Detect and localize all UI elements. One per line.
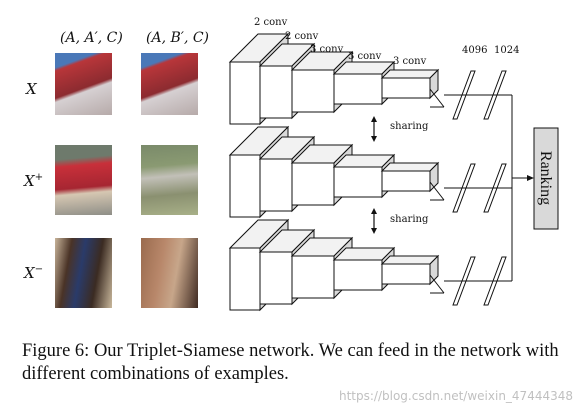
conv-block-r2-4-front <box>333 166 383 198</box>
ranking-box <box>533 127 559 230</box>
conv-block-r1-2-front <box>259 65 293 119</box>
conv-label-1: 2 conv <box>254 17 288 28</box>
thumb-xplus-a <box>55 145 112 215</box>
row-label-x-plus: X+ <box>24 172 44 190</box>
watermark-text: https://blog.csdn.net/weixin_47444348 <box>338 389 573 403</box>
conv-block-r1-1-front <box>229 61 261 125</box>
sharing-arrow-1-head-down <box>371 136 377 142</box>
conv-block-r2-1-front <box>229 154 261 218</box>
connector-r2-a <box>429 181 445 201</box>
merge-arrow-head <box>527 175 534 181</box>
row-label-x: X <box>26 80 37 98</box>
sharing-arrow-2-head-down <box>371 228 377 234</box>
conv-block-r2-5-front <box>381 170 431 192</box>
conv-label-2: 2 conv <box>285 31 319 42</box>
fc-label-1024: 1024 <box>494 45 520 56</box>
ranking-label: Ranking <box>537 150 554 206</box>
conv-block-r2-3-front <box>291 162 335 206</box>
conv-label-5: 3 conv <box>393 56 427 67</box>
conv-block-r1-4-front <box>333 73 383 105</box>
thumb-xplus-b <box>141 145 198 215</box>
figure-caption: Figure 6: Our Triplet-Siamese network. W… <box>22 341 559 384</box>
fc-label-4096: 4096 <box>462 45 488 56</box>
conv-block-r3-5-top <box>380 255 440 265</box>
row-label-x-minus: X− <box>24 264 44 282</box>
sharing-arrow-1-head-up <box>371 116 377 122</box>
sharing-arrow-2-head-up <box>371 208 377 214</box>
thumb-xminus-a <box>55 238 112 308</box>
conv-block-r3-4-front <box>333 259 383 291</box>
conv-block-r3-3-front <box>291 255 335 299</box>
conv-block-r1-5-front <box>381 77 431 99</box>
conv-block-r2-2-front <box>259 158 293 212</box>
thumb-x-a <box>55 53 112 115</box>
column-label-1: (A, A′, C) <box>60 30 123 46</box>
conv-block-r3-2-front <box>259 251 293 305</box>
sharing-label-1: sharing <box>390 121 429 132</box>
thumb-x-b <box>141 53 198 115</box>
conv-block-r1-5-top <box>380 69 440 79</box>
conv-label-3: 3 conv <box>310 44 344 55</box>
conv-block-r1-3-front <box>291 69 335 113</box>
thumb-xminus-b <box>141 238 198 308</box>
conv-block-r3-5-front <box>381 263 431 285</box>
conv-block-r3-1-front <box>229 247 261 311</box>
connector-r3-a <box>429 274 445 294</box>
connector-r1-a <box>429 88 445 108</box>
sharing-label-2: sharing <box>390 214 429 225</box>
ranking-label-box: Ranking <box>532 128 558 228</box>
column-label-2: (A, B′, C) <box>146 30 210 46</box>
conv-block-r2-5-top <box>380 162 440 172</box>
conv-label-4: 3 conv <box>348 51 382 62</box>
